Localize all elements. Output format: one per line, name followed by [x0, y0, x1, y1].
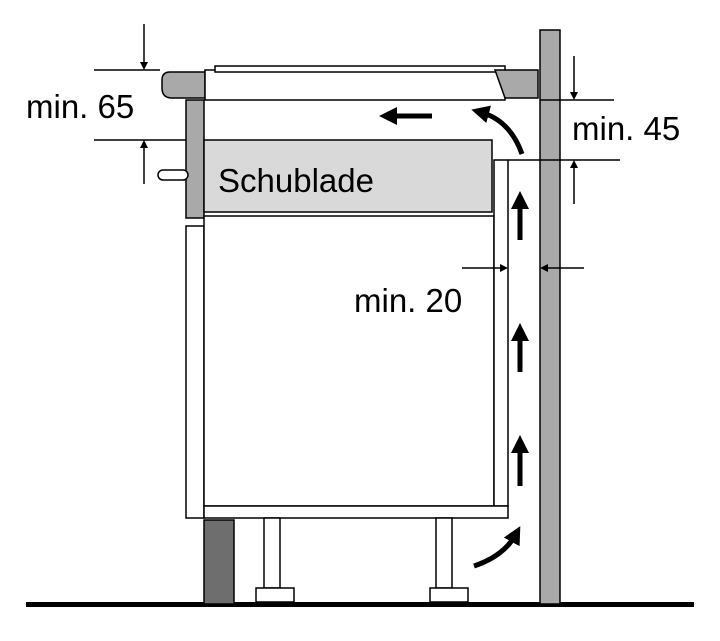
drawer-handle [157, 169, 189, 181]
drawer-label: Schublade [218, 162, 374, 199]
floor-line [26, 602, 694, 607]
cabinet-leg-left [263, 517, 281, 589]
cabinet-front-lower [185, 225, 205, 519]
cooktop-right-edge [493, 69, 539, 99]
cabinet-front-upper [185, 99, 205, 219]
cabinet-rear-panel [493, 159, 509, 507]
cabinet-foot-left [255, 587, 295, 603]
plinth-panel [203, 519, 235, 605]
airflow-arrow-curve-top [471, 105, 525, 155]
side-wall-panel [539, 29, 561, 605]
cooktop-left-edge [161, 71, 206, 99]
dim-20-label: min. 20 [354, 282, 462, 319]
drawer [203, 139, 493, 213]
cabinet-body [203, 215, 495, 507]
cabinet-bottom [203, 505, 509, 519]
airflow-arrow-curve-bottom [473, 526, 521, 569]
cabinet-foot-right [429, 587, 469, 603]
cabinet-leg-right [435, 517, 453, 589]
cooktop-body [204, 69, 506, 101]
dim-65-label: min. 65 [26, 88, 134, 125]
cooktop-glass [214, 65, 506, 73]
dim-45-label: min. 45 [572, 110, 680, 147]
